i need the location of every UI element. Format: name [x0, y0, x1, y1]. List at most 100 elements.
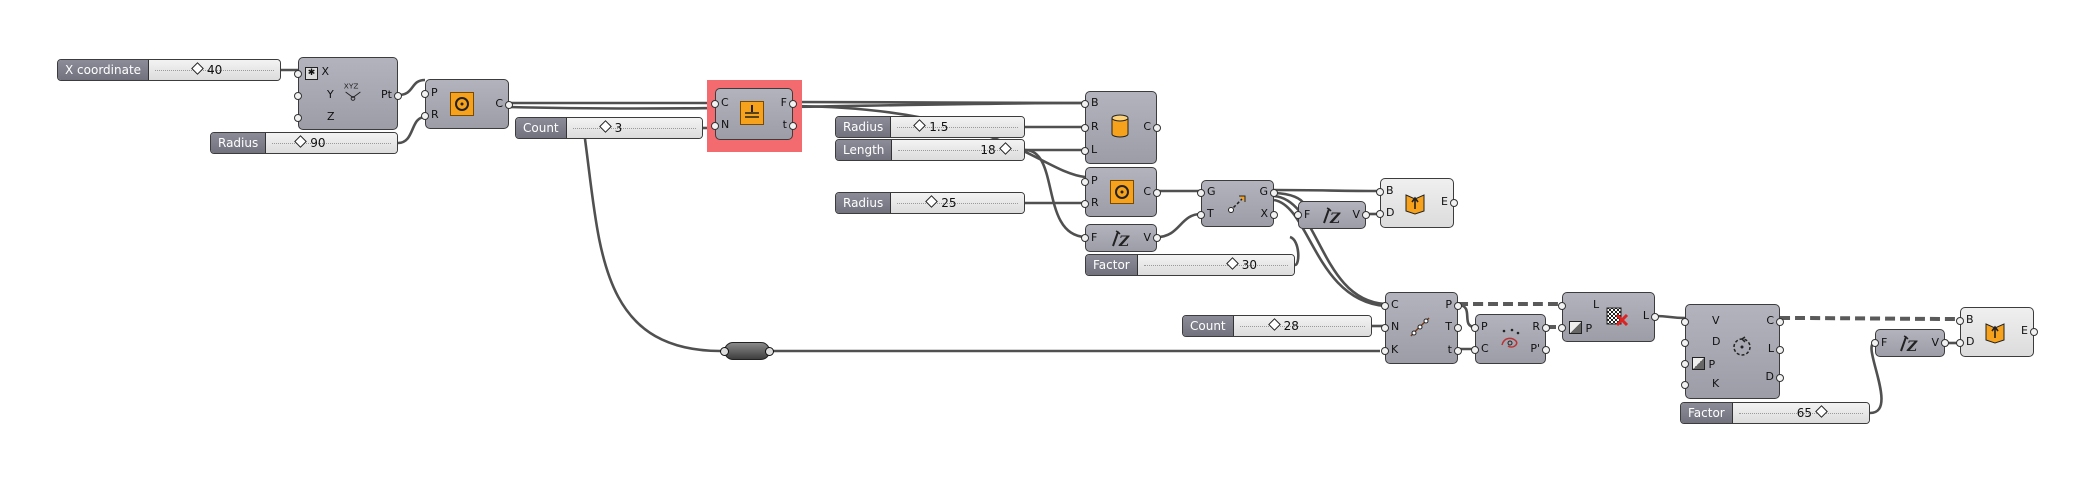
- output-grip[interactable]: [1542, 324, 1550, 332]
- input-grip[interactable]: [1956, 317, 1964, 325]
- slider-length-18[interactable]: Length 18: [835, 139, 1025, 161]
- input-grip[interactable]: [1197, 211, 1205, 219]
- slider-track[interactable]: 65: [1732, 403, 1869, 423]
- slider-knob[interactable]: [998, 142, 1012, 155]
- slider-knob[interactable]: [1815, 405, 1828, 418]
- input-grip[interactable]: [421, 112, 429, 120]
- slider-knob[interactable]: [1225, 257, 1239, 270]
- input-grip[interactable]: [294, 92, 302, 100]
- slider-track[interactable]: 30: [1137, 255, 1294, 275]
- slider-count-3[interactable]: Count 3: [515, 117, 703, 139]
- input-grip[interactable]: [1681, 381, 1689, 389]
- component-offset-curve[interactable]: V D P K C L D: [1681, 304, 1784, 399]
- input-grip[interactable]: [1681, 360, 1689, 368]
- slider-track[interactable]: 25: [891, 193, 1024, 213]
- component-circle-1[interactable]: P R C: [421, 79, 513, 129]
- slider-knob[interactable]: [913, 119, 927, 132]
- output-grip[interactable]: [1941, 339, 1949, 347]
- slider-count-28[interactable]: Count 28: [1182, 315, 1372, 337]
- output-grip[interactable]: [1153, 234, 1161, 242]
- input-grip[interactable]: [711, 122, 719, 130]
- output-grip[interactable]: [1450, 199, 1458, 207]
- slider-track[interactable]: 3: [566, 118, 702, 138]
- output-grip[interactable]: [1270, 189, 1278, 197]
- output-grip[interactable]: [1776, 374, 1784, 382]
- slider-track[interactable]: 18: [892, 140, 1024, 160]
- output-grip[interactable]: [1776, 346, 1784, 354]
- component-cylinder[interactable]: B R L C: [1081, 91, 1161, 164]
- slider-track[interactable]: 90: [266, 133, 397, 153]
- input-grip[interactable]: [1471, 346, 1479, 354]
- slider-factor-30[interactable]: Factor 30: [1085, 254, 1295, 276]
- output-grip[interactable]: [1542, 346, 1550, 354]
- slider-x-coordinate[interactable]: X coordinate 40: [57, 59, 281, 81]
- input-grip[interactable]: [1558, 302, 1566, 310]
- slider-radius-25[interactable]: Radius 25: [835, 192, 1025, 214]
- slider-track[interactable]: 28: [1233, 316, 1371, 336]
- input-grip[interactable]: [1956, 339, 1964, 347]
- component-construct-point[interactable]: ✱ X Y Z XYZ Pt: [294, 57, 402, 130]
- slider-knob[interactable]: [294, 135, 308, 148]
- output-grip[interactable]: [1454, 324, 1462, 332]
- input-grip[interactable]: [1681, 318, 1689, 326]
- component-unit-z-1[interactable]: F Z V: [1081, 224, 1161, 252]
- slider-knob[interactable]: [1267, 318, 1281, 331]
- slider-track[interactable]: 40: [149, 60, 280, 80]
- input-d-label: D: [1712, 335, 1721, 348]
- input-grip[interactable]: [1081, 147, 1089, 155]
- input-grip[interactable]: [1381, 302, 1389, 310]
- slider-radius-90[interactable]: Radius 90: [210, 132, 398, 154]
- component-extrude-1[interactable]: B D E: [1376, 178, 1458, 228]
- output-grip[interactable]: [1153, 124, 1161, 132]
- slider-knob[interactable]: [925, 195, 939, 208]
- input-grip[interactable]: [1871, 339, 1879, 347]
- input-grip[interactable]: [1294, 211, 1302, 219]
- wire-relay[interactable]: [720, 342, 774, 360]
- component-divide-curve-2[interactable]: C N K P T t: [1381, 292, 1462, 364]
- input-grip[interactable]: [1558, 324, 1566, 332]
- output-grip[interactable]: [505, 101, 513, 109]
- input-grip[interactable]: [1381, 324, 1389, 332]
- component-circle-2[interactable]: P R C: [1081, 167, 1161, 217]
- input-grip[interactable]: [1471, 324, 1479, 332]
- input-grip[interactable]: [1376, 188, 1384, 196]
- slider-knob[interactable]: [598, 120, 612, 133]
- component-pull-point[interactable]: P C R P': [1471, 314, 1550, 364]
- input-grip[interactable]: [1381, 347, 1389, 355]
- input-grip[interactable]: [1081, 178, 1089, 186]
- output-grip[interactable]: [1362, 211, 1370, 219]
- output-grip[interactable]: [1776, 318, 1784, 326]
- input-grip[interactable]: [1376, 210, 1384, 218]
- slider-track[interactable]: 1.5: [891, 117, 1024, 137]
- output-grip[interactable]: [1270, 211, 1278, 219]
- input-grip[interactable]: [1681, 339, 1689, 347]
- input-grip[interactable]: [1081, 200, 1089, 208]
- slider-factor-65[interactable]: Factor 65: [1680, 402, 1870, 424]
- component-polyline[interactable]: L P L: [1558, 292, 1659, 342]
- input-grip[interactable]: [1081, 234, 1089, 242]
- input-grip[interactable]: [1197, 189, 1205, 197]
- component-move[interactable]: G T G X: [1197, 180, 1278, 227]
- input-grip[interactable]: [294, 114, 302, 122]
- component-unit-z-2[interactable]: F Z V: [1294, 201, 1370, 229]
- component-unit-z-3[interactable]: F Z V: [1871, 329, 1949, 357]
- slider-radius-1-5[interactable]: Radius 1.5: [835, 116, 1025, 138]
- component-divide-curve-1[interactable]: C N F t: [711, 88, 797, 140]
- output-grip[interactable]: [1454, 347, 1462, 355]
- input-grip[interactable]: [1081, 124, 1089, 132]
- input-grip[interactable]: [1081, 100, 1089, 108]
- slider-knob[interactable]: [191, 62, 204, 75]
- input-grip[interactable]: [294, 70, 302, 78]
- output-grip[interactable]: [789, 122, 797, 130]
- output-grip[interactable]: [394, 92, 402, 100]
- output-grip[interactable]: [789, 100, 797, 108]
- output-grip[interactable]: [1651, 313, 1659, 321]
- input-grip[interactable]: [421, 90, 429, 98]
- output-grip[interactable]: [2030, 328, 2038, 336]
- output-grip[interactable]: [1153, 189, 1161, 197]
- input-b-label: B: [1091, 96, 1099, 109]
- component-extrude-2[interactable]: B D E: [1956, 307, 2038, 357]
- output-grip[interactable]: [1454, 302, 1462, 310]
- input-grip[interactable]: [711, 100, 719, 108]
